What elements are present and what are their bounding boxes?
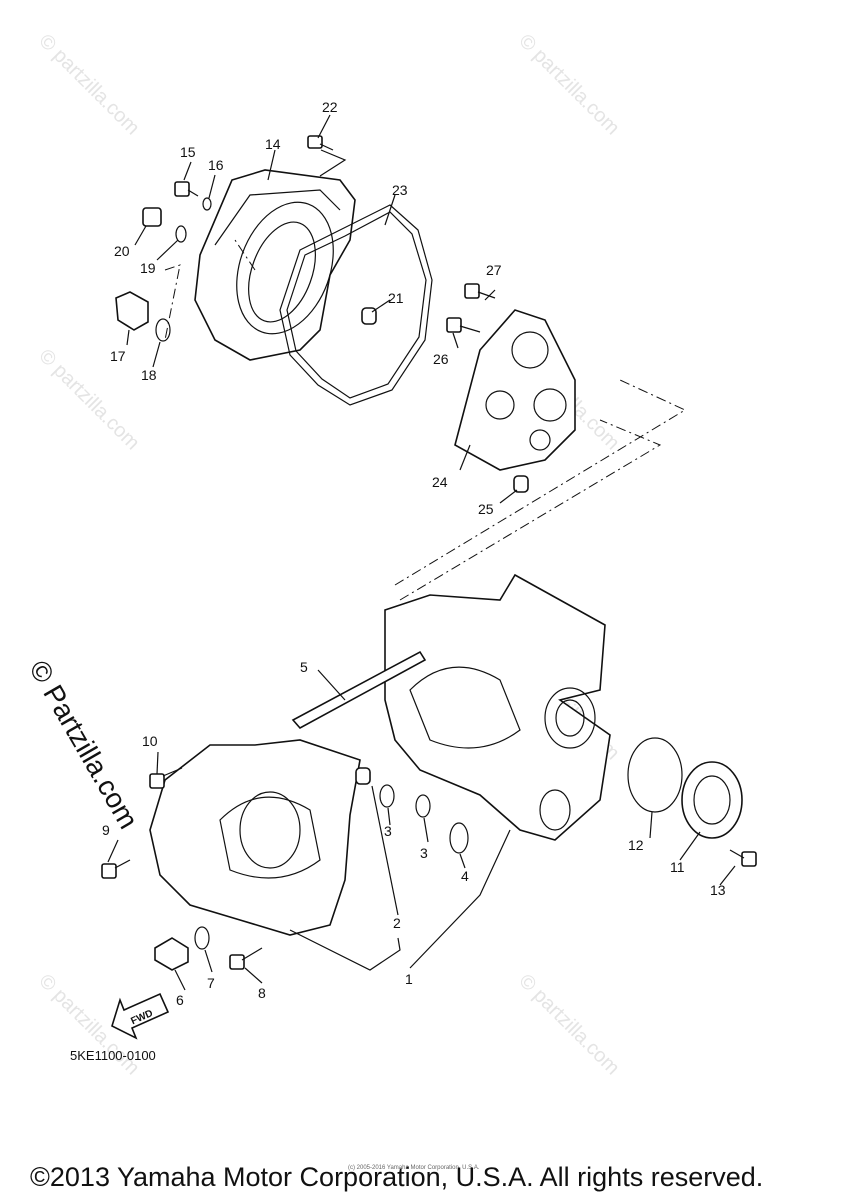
bolt-26 xyxy=(446,317,481,333)
oil-filler-cap-17 xyxy=(115,291,149,331)
washer-7 xyxy=(194,926,210,950)
o-ring-4 xyxy=(449,822,469,854)
callout-number: 7 xyxy=(207,975,215,991)
callout-number: 18 xyxy=(141,367,157,383)
callout-number: 8 xyxy=(258,985,266,1001)
cover-gasket xyxy=(279,204,433,406)
callout-number: 24 xyxy=(432,474,448,490)
plug-20 xyxy=(142,207,162,227)
o-ring-3b xyxy=(415,794,431,818)
callout-number: 9 xyxy=(102,822,110,838)
bearing-housing-24 xyxy=(454,309,576,471)
callout-number: 21 xyxy=(388,290,404,306)
callout-number: 20 xyxy=(114,243,130,259)
callout-number: 22 xyxy=(322,99,338,115)
drain-plug-6 xyxy=(154,937,189,971)
callout-number: 13 xyxy=(710,882,726,898)
callout-number: 10 xyxy=(142,733,158,749)
bolt-15 xyxy=(174,181,199,197)
callout-number: 26 xyxy=(433,351,449,367)
fwd-arrow-icon: FWD xyxy=(111,992,170,1040)
callout-number: 16 xyxy=(208,157,224,173)
crankcase-cover xyxy=(194,169,356,361)
callout-number: 19 xyxy=(140,260,156,276)
crankcase-lower xyxy=(149,739,361,936)
dowel-pin-2 xyxy=(355,767,371,785)
o-ring-18 xyxy=(155,318,171,342)
callout-number: 3 xyxy=(420,845,428,861)
cover-11 xyxy=(681,761,743,839)
callout-number: 6 xyxy=(176,992,184,1008)
shaft-5 xyxy=(291,650,427,730)
callout-number: 1 xyxy=(405,971,413,987)
callout-number: 17 xyxy=(110,348,126,364)
bolt-8 xyxy=(229,947,263,970)
callout-number: 27 xyxy=(486,262,502,278)
callout-number: 15 xyxy=(180,144,196,160)
callout-number: 2 xyxy=(393,915,401,931)
callout-number: 25 xyxy=(478,501,494,517)
washer-16 xyxy=(202,197,212,211)
bolt-22 xyxy=(307,135,334,151)
washer-19 xyxy=(175,225,187,243)
bolt-9 xyxy=(101,859,131,879)
small-credit-text: (c) 2005-2016 Yamaha Motor Corporation, … xyxy=(348,1165,480,1171)
callout-number: 12 xyxy=(628,837,644,853)
bolt-27 xyxy=(464,283,496,299)
o-ring-3a xyxy=(379,784,395,808)
dowel-pin-25 xyxy=(513,475,529,493)
bolt-13 xyxy=(729,849,757,867)
crankcase-upper xyxy=(384,573,611,841)
diagram-code: 5KE1100-0100 xyxy=(70,1048,156,1063)
callout-number: 14 xyxy=(265,136,281,152)
callout-number: 23 xyxy=(392,182,408,198)
callout-number: 3 xyxy=(384,823,392,839)
callout-number: 5 xyxy=(300,659,308,675)
copyright-notice: ©2013 Yamaha Motor Corporation, U.S.A. A… xyxy=(30,1162,764,1192)
callout-number: 4 xyxy=(461,868,469,884)
gasket-12 xyxy=(627,737,683,813)
callout-number: 11 xyxy=(670,859,685,875)
